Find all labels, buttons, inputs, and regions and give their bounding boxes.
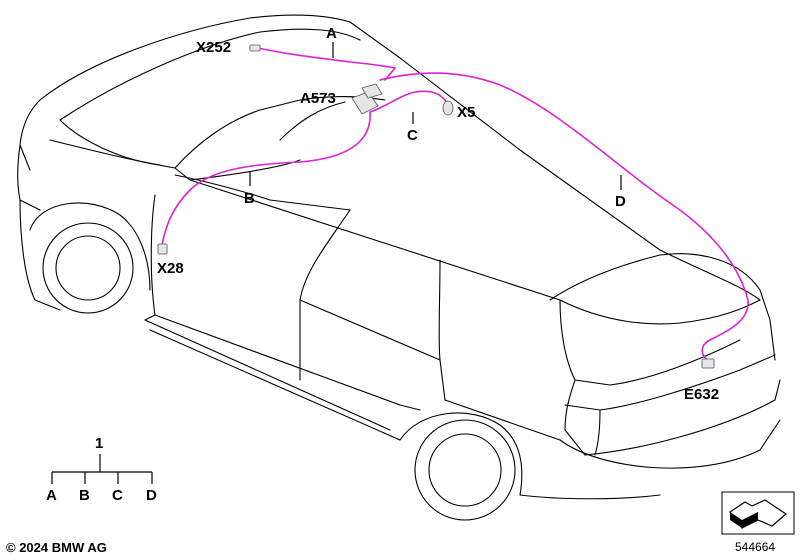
legend-branch-b: B bbox=[79, 487, 90, 504]
legend-root-label: 1 bbox=[95, 435, 103, 452]
legend-branch-a: A bbox=[46, 487, 57, 504]
harness-d bbox=[379, 72, 749, 361]
vehicle-orientation-icon bbox=[721, 491, 795, 535]
connector-e632 bbox=[701, 358, 715, 369]
car-body-outline bbox=[17, 14, 781, 521]
connectors bbox=[157, 44, 715, 369]
legend-branch-d: D bbox=[146, 487, 157, 504]
label-harness-d: D bbox=[615, 193, 626, 210]
wiring-harnesses bbox=[161, 47, 749, 361]
label-harness-b: B bbox=[244, 190, 255, 207]
diagram-reference-number: 544664 bbox=[735, 540, 776, 554]
harness-a bbox=[257, 47, 396, 69]
connector-x28 bbox=[157, 243, 168, 255]
label-connector-x28: X28 bbox=[157, 260, 184, 277]
module-a573 bbox=[351, 83, 383, 115]
label-connector-x252: X252 bbox=[196, 39, 231, 56]
legend-tree: 1 A B C D bbox=[46, 435, 157, 504]
callout-labels: A X252 A573 X5 C B D X28 E632 bbox=[157, 25, 719, 403]
label-harness-a: A bbox=[326, 25, 337, 42]
label-connector-e632: E632 bbox=[684, 386, 719, 403]
harness-b bbox=[161, 111, 371, 246]
label-connector-x5: X5 bbox=[457, 104, 475, 121]
label-harness-c: C bbox=[407, 127, 418, 144]
harness-d-branch bbox=[384, 67, 396, 81]
connector-x5 bbox=[442, 100, 454, 116]
label-module-a573: A573 bbox=[300, 90, 336, 107]
harness-c bbox=[369, 90, 448, 113]
connector-x252 bbox=[249, 44, 261, 52]
legend-branch-c: C bbox=[112, 487, 123, 504]
leader-lines bbox=[249, 42, 622, 190]
copyright-notice: © 2024 BMW AG bbox=[6, 540, 107, 555]
